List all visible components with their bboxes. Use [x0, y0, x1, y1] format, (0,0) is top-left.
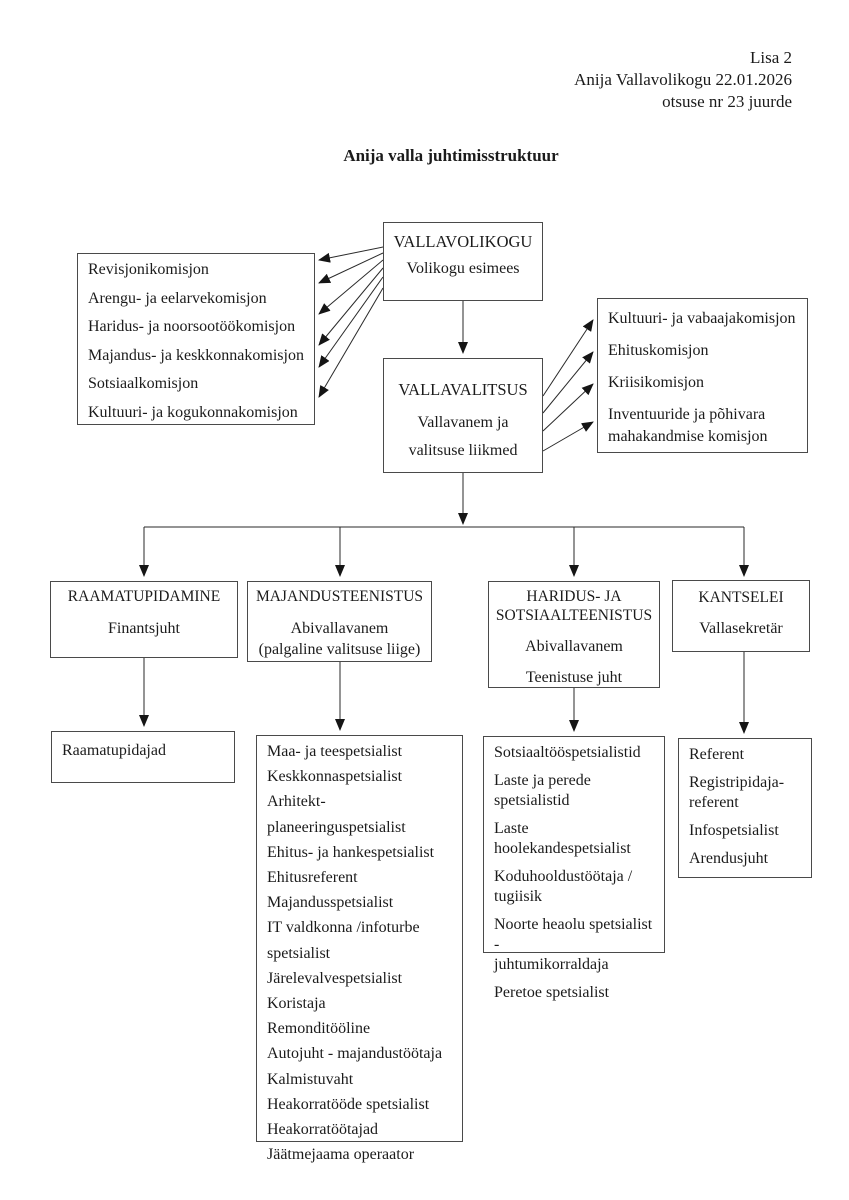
dept-name: MAJANDUSTEENISTUS	[255, 588, 424, 605]
list-item: Laste ja perede spetsialistid	[494, 772, 591, 809]
vallavolikogu-head: Volikogu esimees	[406, 260, 520, 277]
arrow-volikogu-committee-1	[318, 246, 384, 263]
list-item: Sotsiaaltööspetsialistid	[494, 744, 641, 761]
arrow-valitsus-committee-4	[542, 421, 594, 452]
box-vallavalitsus: VALLAVALITSUS Vallavanem ja valitsuse li…	[383, 358, 543, 473]
list-item: Remonditööline	[267, 1020, 371, 1038]
list-item: Kultuuri- ja kogukonnakomisjon	[88, 403, 298, 421]
list-item: Arendusjuht	[689, 850, 769, 867]
dept-heads: Finantsjuht	[51, 619, 237, 639]
arrow-valitsus-committee-3	[542, 383, 594, 432]
dept-name: KANTSELEI	[698, 589, 784, 606]
list-item: Ehitusreferent	[267, 869, 358, 887]
list-item: Registripidaja- referent	[689, 774, 785, 811]
list-item: Ehituskomisjon	[608, 342, 709, 359]
list-item: Maa- ja teespetsialist	[267, 743, 403, 760]
dept-heads: Vallasekretär	[673, 619, 809, 639]
list-item: Majandus- ja keskkonnakomisjon	[88, 346, 304, 364]
list-item: Koristaja	[267, 995, 326, 1013]
list-item: Kriisikomisjon	[608, 374, 705, 391]
list-item: Raamatupidajad	[62, 742, 166, 759]
list-item: Anija Vallavolikogu 22.01.2026	[574, 70, 792, 89]
list-item: Referent	[689, 746, 745, 763]
page-title: Anija valla juhtimisstruktuur	[343, 146, 559, 165]
vallavalitsus-head: Vallavanem ja valitsuse liikmed	[408, 414, 518, 459]
list-item: Lisa 2	[749, 48, 792, 67]
arrow-volikogu-committee-6	[318, 287, 384, 398]
box-vallavolikogu: VALLAVOLIKOGU Volikogu esimees	[383, 222, 543, 301]
list-item: Koduhooldustöötaja / tugiisik	[494, 868, 633, 905]
list-item: otsuse nr 23 juurde	[662, 92, 792, 111]
list-item: Ehitus- ja hankespetsialist	[267, 843, 435, 861]
box-dept-raamatupidamine: RAAMATUPIDAMINE Finantsjuht	[50, 581, 238, 658]
box-dept-majandusteenistus: MAJANDUSTEENISTUS Abivallavanem (palgalin…	[247, 581, 432, 662]
vallavolikogu-name: VALLAVOLIKOGU	[393, 232, 533, 251]
list-item: Majandusspetsialist	[267, 894, 394, 912]
list-item: Infospetsialist	[689, 822, 779, 839]
list-item: Vallasekretär	[699, 620, 783, 637]
list-item: Kalmistuvaht	[267, 1070, 354, 1088]
list-item: Järelevalvespetsialist	[267, 969, 403, 987]
list-item: Laste hoolekandespetsialist	[494, 820, 631, 857]
list-item: Kultuuri- ja vabaajakomisjon	[608, 310, 796, 327]
list-item: Heakorratöötajad	[267, 1121, 379, 1139]
box-staff-raamatupidamine: Raamatupidajad	[51, 731, 235, 783]
arrow-valitsus-committee-1	[542, 319, 594, 397]
dept-name: RAAMATUPIDAMINE	[67, 588, 221, 605]
box-dept-haridus-sotsiaalteenistus: HARIDUS- JA SOTSIAALTEENISTUS Abivallava…	[488, 581, 660, 688]
list-item: Heakorratööde spetsialist	[267, 1095, 430, 1113]
arrow-volikogu-committee-2	[318, 252, 384, 284]
list-item: Autojuht - majandustöötaja	[267, 1045, 443, 1063]
vallavalitsus-name: VALLAVALITSUS	[398, 380, 528, 399]
list-item: Haridus- ja noorsootöökomisjon	[88, 318, 296, 335]
list-item: Abivallavanem	[525, 638, 623, 655]
list-item: Peretoe spetsialist	[494, 984, 610, 1001]
arrow-valitsus-committee-2	[542, 351, 594, 414]
list-item: (palgaline valitsuse liige)	[258, 641, 421, 658]
list-item: Arhitekt-planeeringuspetsialist	[267, 793, 406, 836]
list-item: Revisjonikomisjon	[88, 261, 209, 278]
list-item: Teenistuse juht	[525, 669, 623, 686]
document-annotation: Lisa 2 Anija Vallavolikogu 22.01.2026 otsu…	[574, 47, 792, 113]
arrow-volikogu-committee-4	[318, 267, 384, 346]
list-item: Inventuuride ja põhivara mahakandmise ko…	[608, 406, 768, 445]
arrow-volikogu-committee-3	[318, 259, 384, 315]
arrow-volikogu-committee-5	[318, 276, 384, 368]
list-item: Arengu- ja eelarvekomisjon	[88, 289, 267, 307]
list-item: Keskkonnaspetsialist	[267, 768, 403, 786]
dept-heads: Abivallavanem (palgaline valitsuse liige)	[248, 618, 431, 660]
list-item: Sotsiaalkomisjon	[88, 375, 199, 392]
dept-name: HARIDUS- JA SOTSIAALTEENISTUS	[495, 588, 653, 624]
list-item: IT valdkonna /infoturbe spetsialist	[267, 919, 420, 962]
list-item: Abivallavanem	[290, 620, 389, 637]
box-dept-kantselei: KANTSELEI Vallasekretär	[672, 580, 810, 652]
list-item: Noorte heaolu spetsialist - juhtumikorra…	[494, 916, 653, 973]
list-item: Finantsjuht	[107, 620, 180, 637]
list-item: Jäätmejaama operaator	[267, 1146, 415, 1164]
